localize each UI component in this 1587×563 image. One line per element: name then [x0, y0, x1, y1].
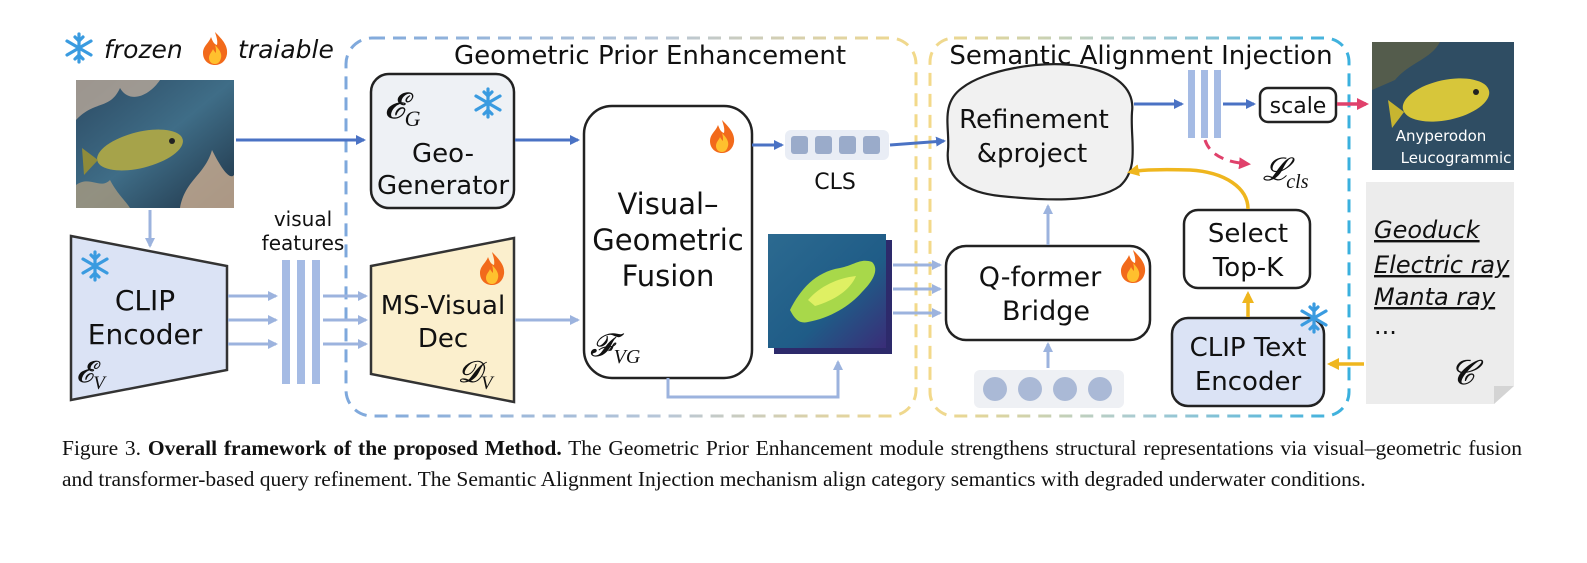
category-sheet-fold — [1494, 386, 1514, 404]
ms-visual-dec-line1: MS-Visual — [381, 291, 505, 321]
select-topk-line1: Select — [1208, 219, 1288, 249]
visual-features-label-2: features — [262, 231, 345, 255]
output-label-2: Leucogrammic — [1401, 149, 1512, 167]
refinement-line1: Refinement — [959, 105, 1109, 135]
output-label-1: Anyperodon — [1396, 127, 1487, 145]
qformer-bridge-block — [944, 244, 1152, 342]
ms-visual-dec-line2: Dec — [418, 324, 468, 354]
semantic-alignment-title: Semantic Alignment Injection — [949, 41, 1332, 71]
geometric-prior-enhancement-module — [344, 36, 918, 418]
geo-generator-line1: Geo- — [412, 139, 474, 169]
fusion-line1: Visual– — [617, 187, 718, 221]
visual-features-bars — [282, 260, 320, 384]
arrow-fusion-to-heatmap — [666, 360, 843, 399]
arrow-cls-to-refinement — [889, 136, 946, 147]
snowflake-icon — [65, 32, 93, 64]
category-sheet — [1366, 182, 1514, 404]
refinement-project-block — [946, 63, 1134, 201]
category-item-1: Geoduck — [1374, 216, 1481, 244]
legend-frozen-label: frozen — [104, 35, 183, 64]
caption-prefix: Figure 3. — [62, 436, 142, 460]
clip-encoder-line2: Encoder — [88, 318, 203, 351]
refinement-line2: &project — [977, 139, 1088, 169]
output-fish-image: Anyperodon Leucogrammic — [1372, 42, 1514, 170]
arrow-topk-to-refinement — [1127, 164, 1250, 210]
category-item-ellipsis: ... — [1374, 312, 1397, 340]
input-fish-image — [76, 80, 234, 208]
semantic-alignment-injection-module — [928, 36, 1351, 418]
scale-box — [1258, 86, 1338, 124]
clip-encoder-block — [69, 234, 229, 402]
cls-label: CLS — [814, 170, 856, 195]
clip-text-encoder-line1: CLIP Text — [1190, 333, 1307, 363]
figure-caption: Figure 3. Overall framework of the propo… — [62, 433, 1522, 495]
qformer-line1: Q-former — [979, 262, 1102, 293]
clip-encoder-line1: CLIP — [115, 284, 175, 317]
geo-generator-line2: Generator — [377, 171, 509, 201]
legend-trainable-label: traiable — [238, 35, 334, 64]
cls-tokens — [785, 130, 889, 160]
learnable-queries — [974, 370, 1124, 408]
geometric-prior-title: Geometric Prior Enhancement — [454, 41, 846, 71]
visual-features-label-1: visual — [274, 207, 332, 231]
qformer-line2: Bridge — [1002, 296, 1090, 327]
caption-body: The Geometric Prior Enhancement module s… — [62, 436, 1522, 491]
scale-label: scale — [1270, 94, 1327, 119]
clip-encoder-symbol: 𝓔V — [76, 356, 107, 394]
framework-diagram: frozen traiable Geometric Prior Enhancem… — [65, 32, 1514, 418]
select-topk-line2: Top-K — [1212, 253, 1284, 283]
fusion-line3: Fusion — [622, 259, 715, 293]
category-item-2: Electric ray — [1374, 251, 1510, 279]
output-feature-bars — [1188, 70, 1221, 138]
clip-text-encoder-line2: Encoder — [1195, 367, 1302, 397]
loss-cls: 𝓛cls — [1263, 151, 1309, 193]
fusion-line2: Geometric — [592, 223, 743, 257]
flame-icon — [203, 32, 228, 65]
clip-text-encoder-block — [1170, 316, 1326, 408]
feature-heatmap — [768, 234, 892, 354]
ms-visual-dec-block — [369, 236, 516, 404]
caption-bold-title: Overall framework of the proposed Method… — [147, 436, 562, 460]
select-topk-block — [1182, 208, 1312, 290]
arrow-to-loss — [1203, 139, 1251, 170]
category-item-3: Manta ray — [1374, 283, 1496, 311]
